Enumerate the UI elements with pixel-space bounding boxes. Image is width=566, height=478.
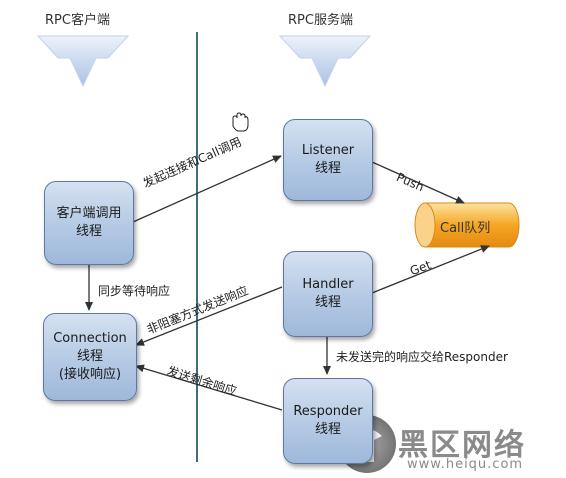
arrow-responder-to-connection <box>135 364 283 411</box>
server-side-header: RPC服务端 <box>288 13 353 28</box>
handler-thread-box: Handler 线程 <box>283 251 373 337</box>
call-queue-label: Call队列 <box>440 221 491 236</box>
arrow-handler-get-queue <box>371 245 490 294</box>
arrow-listener-push-queue <box>371 161 465 204</box>
responder-thread-box: Responder 线程 <box>283 378 373 464</box>
call-queue-shape <box>414 202 520 248</box>
arrow-handler-to-connection <box>135 286 283 346</box>
hand-cursor-icon <box>232 112 249 132</box>
arrow-client-to-listener <box>132 155 282 223</box>
client-funnel-arrow <box>36 35 130 88</box>
handler-thread-label: Handler 线程 <box>302 277 354 310</box>
client-side-header: RPC客户端 <box>45 13 110 28</box>
edge-label-handoff-responder: 未发送完的响应交给Responder <box>336 350 508 364</box>
connection-thread-label: Connection 线程 (接收响应) <box>53 331 127 382</box>
edge-label-sync-wait: 同步等待响应 <box>98 284 171 298</box>
listener-thread-box: Listener 线程 <box>283 119 373 201</box>
responder-thread-label: Responder 线程 <box>293 404 363 437</box>
server-funnel-arrow <box>278 35 372 88</box>
client-call-thread-label: 客户端调用 线程 <box>56 206 122 239</box>
listener-thread-label: Listener 线程 <box>301 143 355 176</box>
watermark-url: www.heiqu.com <box>407 457 524 472</box>
client-call-thread-box: 客户端调用 线程 <box>44 181 134 265</box>
connection-thread-box: Connection 线程 (接收响应) <box>43 313 137 401</box>
watermark-brand: 黑区网络 <box>398 428 526 463</box>
